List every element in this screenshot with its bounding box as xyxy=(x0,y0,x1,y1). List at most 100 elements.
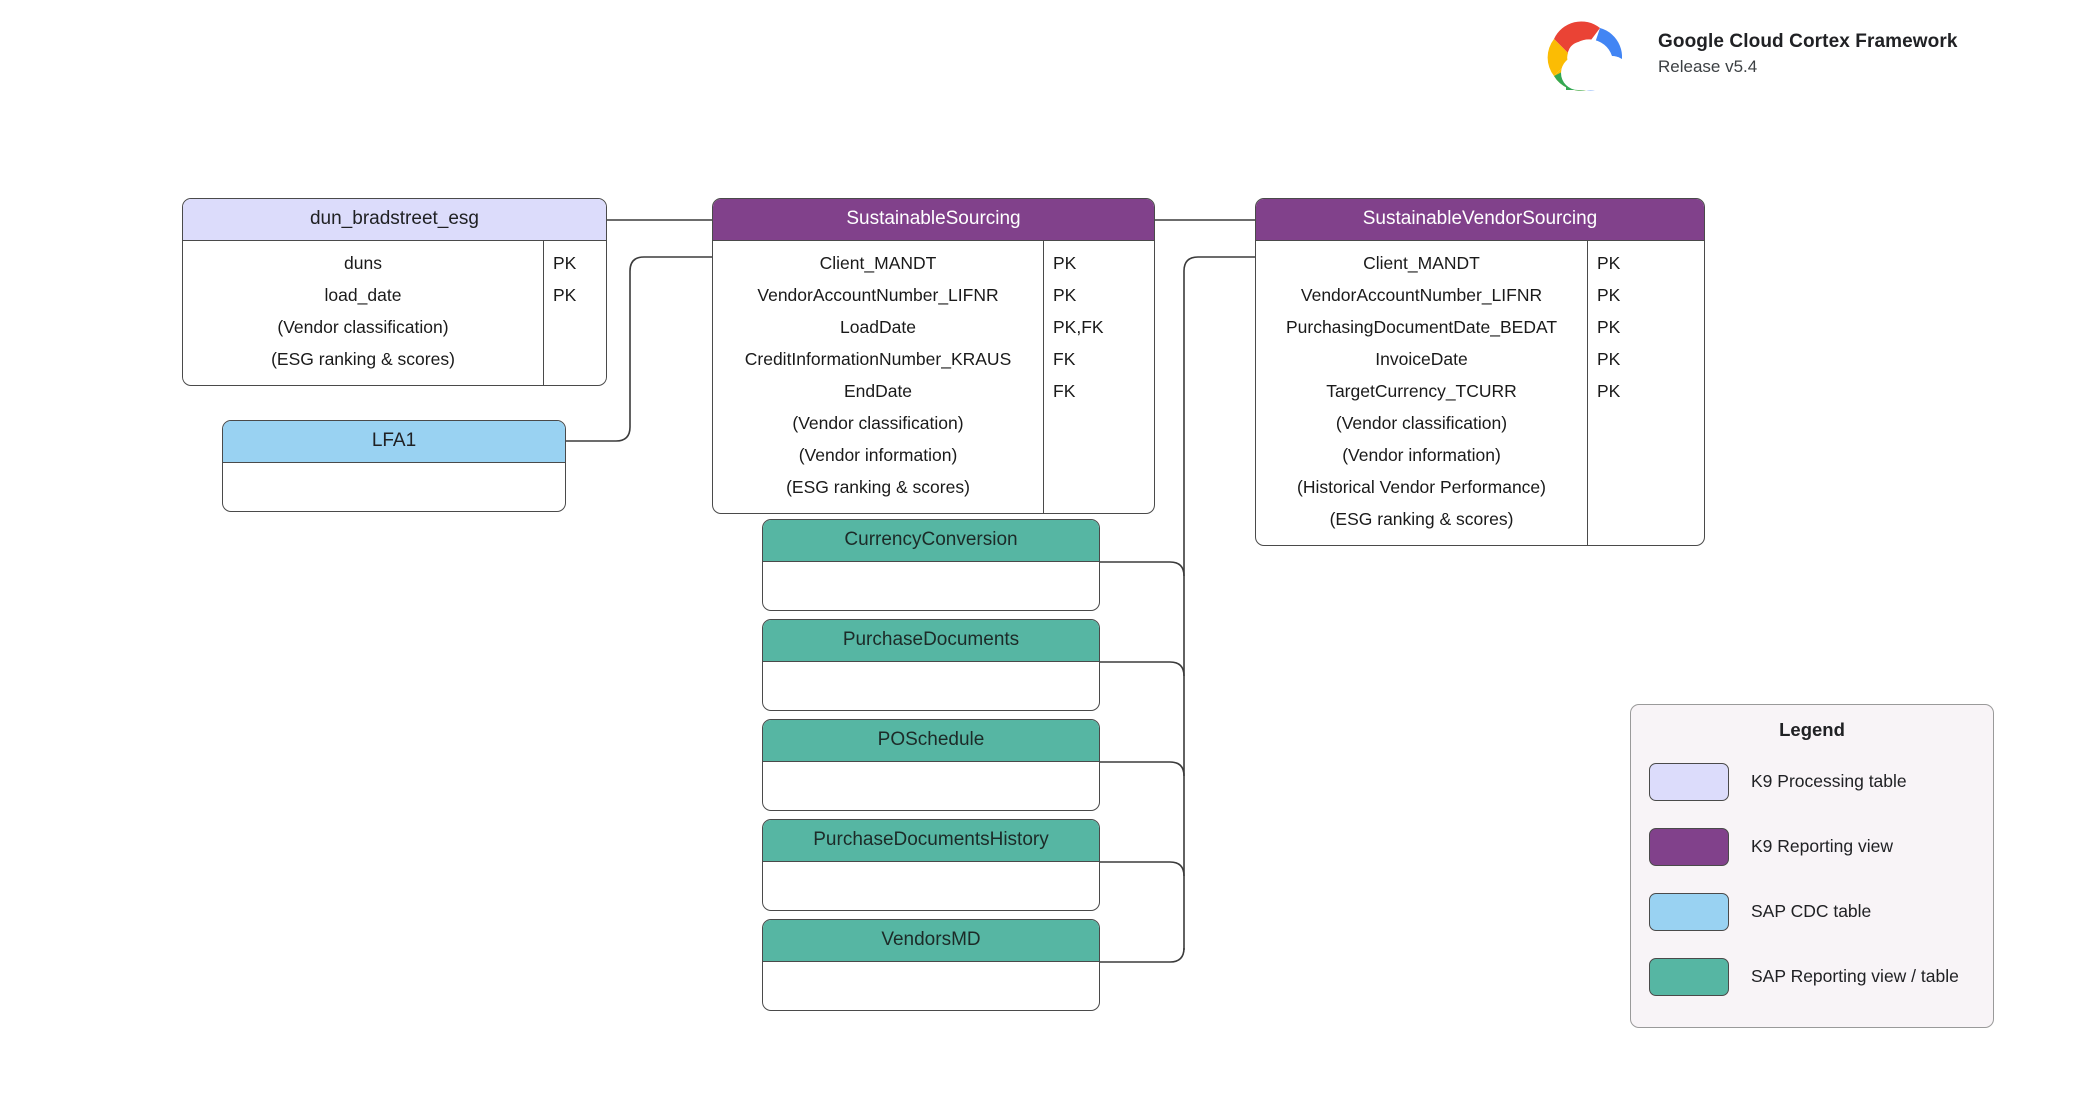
entity-body xyxy=(763,762,1099,810)
field-name: VendorAccountNumber_LIFNR xyxy=(1300,285,1543,305)
entity-body xyxy=(763,562,1099,610)
entity-title-sustainable-sourcing: SustainableSourcing xyxy=(713,199,1154,241)
field-key: PK xyxy=(1053,253,1077,273)
field-column: Client_MANDT VendorAccountNumber_LIFNR L… xyxy=(713,241,1043,513)
legend-panel: Legend K9 Processing table K9 Reporting … xyxy=(1630,704,1994,1028)
legend-swatch-sap-reporting-view xyxy=(1649,957,1729,996)
connector-sap-views-trunk-to-vendorsourcing xyxy=(1183,256,1255,272)
connector-purchasedocuments-branch xyxy=(1100,661,1185,677)
key-column: PK PK PK PK PK xyxy=(1587,241,1704,545)
field-key: PK xyxy=(1597,253,1621,273)
entity-purchase-documents[interactable]: PurchaseDocuments xyxy=(762,619,1100,711)
entity-sustainable-sourcing[interactable]: SustainableSourcing Client_MANDT VendorA… xyxy=(712,198,1155,514)
field-name: duns xyxy=(344,253,382,273)
field-key: PK xyxy=(1053,285,1077,305)
entity-body xyxy=(763,662,1099,710)
entity-dun-bradstreet-esg[interactable]: dun_bradstreet_esg duns load_date (Vendo… xyxy=(182,198,607,386)
field-name: (ESG ranking & scores) xyxy=(786,477,970,497)
field-key: PK xyxy=(553,285,577,305)
field-name: load_date xyxy=(324,285,402,305)
entity-title-vendors-md: VendorsMD xyxy=(763,920,1099,962)
field-column xyxy=(763,762,1099,810)
field-key xyxy=(1588,471,1704,503)
field-key xyxy=(1588,503,1704,535)
legend-swatch-k9-reporting-view xyxy=(1649,827,1729,866)
entity-purchase-documents-history[interactable]: PurchaseDocumentsHistory xyxy=(762,819,1100,911)
entity-title-po-schedule: POSchedule xyxy=(763,720,1099,762)
brand-header: Google Cloud Cortex Framework Release v5… xyxy=(1530,8,1958,100)
field-column: duns load_date (Vendor classification) (… xyxy=(183,241,543,385)
legend-label: SAP Reporting view / table xyxy=(1751,966,1959,986)
field-name: EndDate xyxy=(843,381,913,401)
brand-release: Release v5.4 xyxy=(1658,57,1758,77)
connector-currencyconversion-branch xyxy=(1100,561,1185,577)
field-name: CreditInformationNumber_KRAUS xyxy=(744,349,1012,369)
legend-item-sap-reporting-view: SAP Reporting view / table xyxy=(1649,944,1975,1009)
entity-body: duns load_date (Vendor classification) (… xyxy=(183,241,606,385)
field-name: Client_MANDT xyxy=(1363,253,1480,273)
field-key: PK xyxy=(553,253,577,273)
legend-swatch-sap-cdc-table xyxy=(1649,892,1729,931)
field-key xyxy=(1044,407,1154,439)
field-key: PK xyxy=(1597,285,1621,305)
legend-label: K9 Reporting view xyxy=(1751,836,1894,856)
field-name: (Vendor information) xyxy=(798,445,958,465)
field-key: PK,FK xyxy=(1053,317,1104,337)
field-key xyxy=(1044,471,1154,503)
field-key: PK xyxy=(1597,381,1621,401)
field-column xyxy=(763,562,1099,610)
field-column xyxy=(223,463,565,511)
field-key xyxy=(1044,439,1154,471)
field-name: (Vendor information) xyxy=(1342,445,1501,465)
entity-body: Client_MANDT VendorAccountNumber_LIFNR L… xyxy=(713,241,1154,513)
entity-lfa1[interactable]: LFA1 xyxy=(222,420,566,512)
field-name: TargetCurrency_TCURR xyxy=(1326,381,1517,401)
field-name: InvoiceDate xyxy=(1375,349,1468,369)
connector-poschedule-branch xyxy=(1100,761,1185,777)
entity-title-dun-bradstreet-esg: dun_bradstreet_esg xyxy=(183,199,606,241)
field-key: FK xyxy=(1053,349,1076,369)
entity-body: Client_MANDT VendorAccountNumber_LIFNR P… xyxy=(1256,241,1704,545)
entity-po-schedule[interactable]: POSchedule xyxy=(762,719,1100,811)
google-cloud-logo-icon xyxy=(1547,21,1629,91)
field-name: LoadDate xyxy=(840,317,916,337)
field-key xyxy=(544,343,606,375)
entity-title-sustainable-vendor-sourcing: SustainableVendorSourcing xyxy=(1256,199,1704,241)
legend-title: Legend xyxy=(1779,719,1845,740)
entity-sustainable-vendor-sourcing[interactable]: SustainableVendorSourcing Client_MANDT V… xyxy=(1255,198,1705,546)
entity-currency-conversion[interactable]: CurrencyConversion xyxy=(762,519,1100,611)
field-column xyxy=(763,662,1099,710)
legend-item-k9-reporting-view: K9 Reporting view xyxy=(1649,814,1975,879)
field-name: PurchasingDocumentDate_BEDAT xyxy=(1285,317,1558,337)
legend-item-sap-cdc-table: SAP CDC table xyxy=(1649,879,1975,944)
legend-label: K9 Processing table xyxy=(1751,771,1907,791)
field-key xyxy=(544,311,606,343)
field-name: (Vendor classification) xyxy=(277,317,449,337)
field-name: (Vendor classification) xyxy=(1335,413,1508,433)
field-key: FK xyxy=(1053,381,1076,401)
key-column: PK PK PK,FK FK FK xyxy=(1043,241,1154,513)
legend-item-k9-processing-table: K9 Processing table xyxy=(1649,749,1975,814)
entity-body xyxy=(763,862,1099,910)
legend-label: SAP CDC table xyxy=(1751,901,1872,921)
entity-body xyxy=(763,962,1099,1010)
field-key: PK xyxy=(1597,349,1621,369)
field-name: (Historical Vendor Performance) xyxy=(1297,477,1546,497)
field-name: Client_MANDT xyxy=(819,253,937,273)
entity-vendors-md[interactable]: VendorsMD xyxy=(762,919,1100,1011)
field-column xyxy=(763,862,1099,910)
key-column: PK PK xyxy=(543,241,606,385)
field-key xyxy=(1588,407,1704,439)
field-name: (Vendor classification) xyxy=(792,413,964,433)
field-column: Client_MANDT VendorAccountNumber_LIFNR P… xyxy=(1256,241,1587,545)
entity-body xyxy=(223,463,565,511)
entity-title-lfa1: LFA1 xyxy=(223,421,565,463)
field-name: VendorAccountNumber_LIFNR xyxy=(757,285,999,305)
entity-title-purchase-documents-history: PurchaseDocumentsHistory xyxy=(763,820,1099,862)
entity-title-currency-conversion: CurrencyConversion xyxy=(763,520,1099,562)
legend-swatch-k9-processing-table xyxy=(1649,762,1729,801)
brand-title: Google Cloud Cortex Framework xyxy=(1658,30,1958,52)
field-name: (ESG ranking & scores) xyxy=(271,349,455,369)
field-key: PK xyxy=(1597,317,1621,337)
